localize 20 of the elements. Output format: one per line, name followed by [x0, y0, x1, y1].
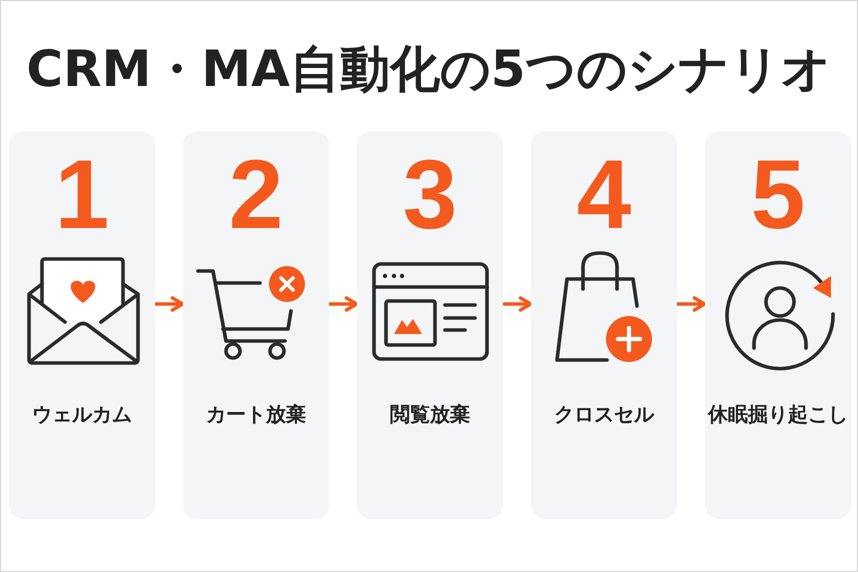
- step-number: 5: [750, 145, 806, 243]
- step-label: ウェルカム: [32, 402, 132, 426]
- step-label: 閲覧放棄: [390, 402, 470, 426]
- step-label: カート放棄: [206, 402, 306, 426]
- arrow: [155, 296, 184, 312]
- step-label: クロスセル: [554, 402, 654, 426]
- step-card: [9, 131, 155, 519]
- arrow: [677, 296, 706, 312]
- step-card: [705, 131, 851, 519]
- arrow: [329, 296, 358, 312]
- step-card: [357, 131, 503, 519]
- step-card: [531, 131, 677, 519]
- step-card: [183, 131, 329, 519]
- step-number: 3: [402, 145, 458, 243]
- title: CRM・MA自動化の5つのシナリオ: [26, 39, 832, 99]
- arrow: [503, 296, 532, 312]
- step-label: 休眠掘り起こし: [708, 402, 848, 426]
- step-number: 4: [576, 145, 632, 243]
- step-number: 1: [54, 145, 110, 243]
- step-number: 2: [228, 145, 284, 243]
